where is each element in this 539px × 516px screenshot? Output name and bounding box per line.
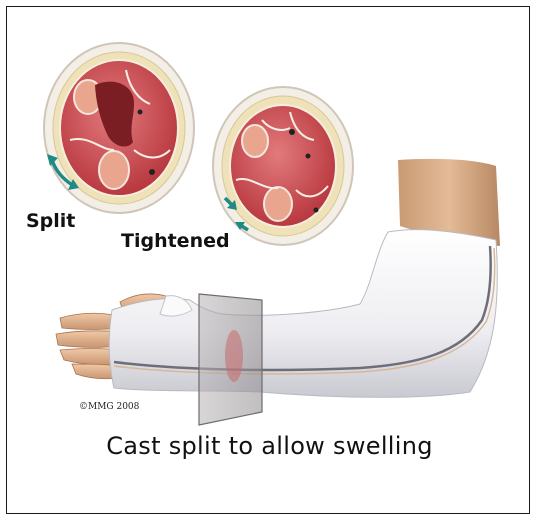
tightened-cross-section: [213, 87, 353, 245]
section-plane: [199, 294, 262, 425]
tightened-label: Tightened: [121, 230, 230, 252]
caption: Cast split to allow swelling: [0, 432, 539, 460]
split-cross-section: [44, 43, 194, 213]
copyright-text: ©MMG 2008: [79, 402, 139, 412]
split-label: Split: [26, 210, 75, 232]
